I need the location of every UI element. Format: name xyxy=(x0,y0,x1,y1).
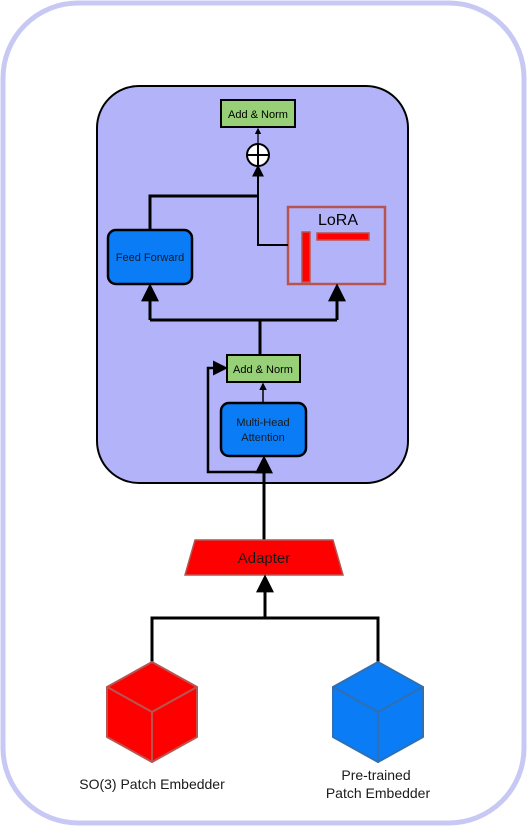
lora-matrix-a xyxy=(301,231,311,283)
mid-add-norm-box: Add & Norm xyxy=(226,354,301,383)
mid-add-norm-label: Add & Norm xyxy=(233,364,293,376)
pretrained-label-line2: Patch Embedder xyxy=(326,785,431,801)
multi-head-attention-box: Multi-Head Attention xyxy=(219,401,308,458)
adapter-label: Adapter xyxy=(238,550,291,567)
feed-forward-label: Feed Forward xyxy=(116,252,184,264)
top-add-norm-label: Add & Norm xyxy=(228,109,288,121)
residual-skip-arrow xyxy=(206,360,263,474)
lora-box: LoRA xyxy=(286,205,387,286)
pretrained-cube-icon xyxy=(332,661,424,763)
lora-to-sum-arrow xyxy=(252,164,288,246)
attention-label-line1: Multi-Head xyxy=(236,417,289,429)
pretrained-label-line1: Pre-trained xyxy=(341,767,410,783)
lora-label: LoRA xyxy=(318,212,358,229)
so3-merge-line xyxy=(150,616,265,662)
so3-cube-icon xyxy=(106,661,198,763)
residual-sum-icon xyxy=(246,143,270,167)
so3-embedder-label: SO(3) Patch Embedder xyxy=(79,776,225,792)
transformer-block xyxy=(96,85,409,484)
adapter-box: Adapter xyxy=(184,539,344,576)
ff-to-sum-line xyxy=(148,194,258,230)
pretrained-merge-line xyxy=(265,616,380,662)
top-add-norm-box: Add & Norm xyxy=(220,99,296,128)
attention-label-line2: Attention xyxy=(241,432,284,444)
feed-forward-box: Feed Forward xyxy=(106,228,194,286)
lora-matrix-b xyxy=(316,232,370,241)
